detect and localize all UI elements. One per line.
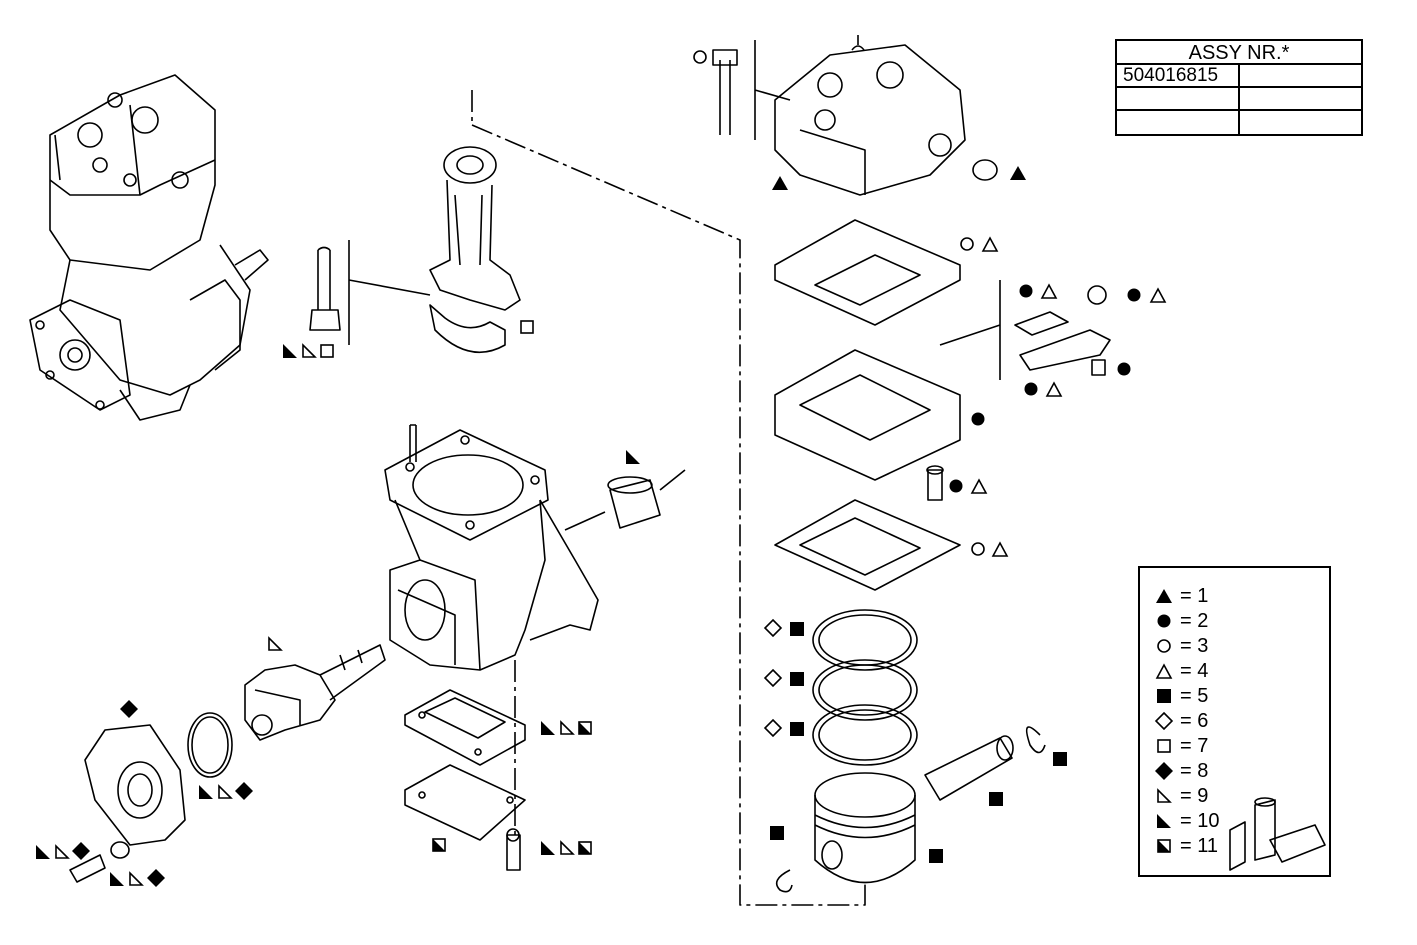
legend-label: = 7	[1180, 734, 1209, 757]
open-square-icon	[1157, 739, 1171, 753]
assembly-value-cell	[1240, 111, 1361, 134]
valve-plate-stack	[774, 219, 1111, 591]
open-right-triangle-icon	[1157, 789, 1171, 803]
legend-label: = 3	[1180, 634, 1209, 657]
assembled-compressor-illustration	[29, 74, 269, 421]
legend-label: = 1	[1180, 584, 1209, 607]
legend-item: = 9	[1154, 784, 1208, 808]
legend-item: = 7	[1154, 734, 1208, 758]
assembly-table-row	[1117, 88, 1361, 111]
legend-label: = 5	[1180, 684, 1209, 707]
legend-item: = 5	[1154, 684, 1208, 708]
assembly-number-table: ASSY NR.* 504016815	[1115, 39, 1363, 136]
symbol-legend: = 1 = 2 = 3 = 4 = 5 = 6 = 7 = 8 = 9 = 10…	[1138, 566, 1331, 877]
legend-label: = 4	[1180, 659, 1209, 682]
legend-item: = 4	[1154, 659, 1208, 683]
assembly-value-cell	[1240, 65, 1361, 86]
parts-book-icon	[1229, 797, 1326, 871]
legend-label: = 6	[1180, 709, 1209, 732]
filled-circle-icon	[1157, 614, 1171, 628]
assembly-number-cell	[1117, 88, 1240, 109]
annotation-symbols	[36, 50, 1166, 887]
lower-gaskets	[404, 689, 526, 871]
assembly-number-cell	[1117, 111, 1240, 134]
cylinder-block-illustration	[384, 424, 599, 671]
filled-square-icon	[1157, 689, 1171, 703]
connecting-rod-group	[309, 146, 521, 353]
legend-label: = 11	[1180, 834, 1218, 857]
bushing-part	[564, 469, 686, 531]
legend-item: = 8	[1154, 759, 1208, 783]
dashed-guide-line	[471, 90, 866, 906]
open-diamond-icon	[1155, 712, 1173, 730]
legend-item: = 10	[1154, 809, 1219, 833]
front-flange-part	[69, 712, 233, 883]
legend-item: = 3	[1154, 634, 1208, 658]
open-circle-icon	[1157, 639, 1171, 653]
assembly-table-row: 504016815	[1117, 65, 1361, 88]
legend-label: = 10	[1180, 809, 1220, 832]
legend-item: = 11	[1154, 834, 1218, 858]
assembly-table-row	[1117, 111, 1361, 134]
filled-diamond-icon	[1155, 762, 1173, 780]
legend-item: = 1	[1154, 584, 1208, 608]
piston-assembly	[775, 609, 1046, 893]
assembly-value-cell	[1240, 88, 1361, 109]
crankshaft-part	[244, 644, 386, 741]
assembly-table-header: ASSY NR.*	[1117, 41, 1361, 65]
legend-label: = 2	[1180, 609, 1209, 632]
legend-label: = 8	[1180, 759, 1209, 782]
cylinder-head-illustration	[712, 35, 998, 196]
legend-item: = 2	[1154, 609, 1208, 633]
assembly-number-cell: 504016815	[1117, 65, 1240, 86]
filled-right-triangle-icon	[1157, 814, 1171, 828]
half-filled-square-icon	[1157, 839, 1171, 853]
open-triangle-icon	[1156, 664, 1172, 679]
legend-label: = 9	[1180, 784, 1209, 807]
legend-item: = 6	[1154, 709, 1208, 733]
filled-triangle-icon	[1156, 589, 1172, 603]
